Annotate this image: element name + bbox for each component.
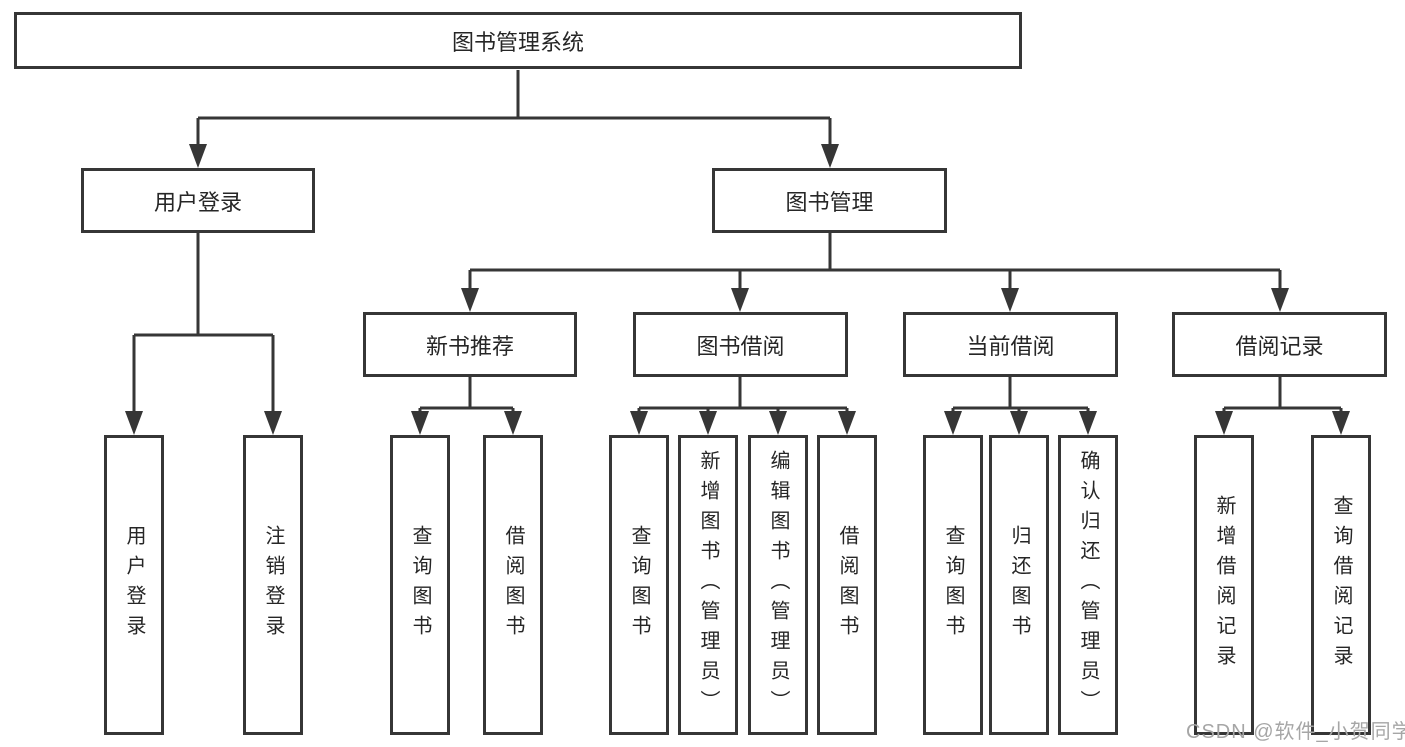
node-book-borrowing-label: 图书借阅 — [696, 333, 785, 359]
arrowhead — [1215, 411, 1233, 435]
arrowhead — [1079, 411, 1097, 435]
connector-bookmgmt-to-level3 — [468, 233, 1282, 294]
leaf-borrow-books-borrowing-label: 借阅图书 — [836, 525, 858, 645]
node-new-book-recommendation: 新书推荐 — [363, 312, 577, 377]
leaf-edit-book-admin: 编辑图书（管理员） — [748, 435, 808, 735]
node-library-system: 图书管理系统 — [14, 12, 1022, 69]
arrowhead — [699, 411, 717, 435]
leaf-borrow-books-newbooks: 借阅图书 — [483, 435, 543, 735]
leaf-confirm-return-admin: 确认归还（管理员） — [1058, 435, 1118, 735]
leaf-query-books-borrowing-label: 查询图书 — [628, 525, 650, 645]
connector-root-to-level2 — [196, 70, 832, 150]
arrowhead — [838, 411, 856, 435]
node-borrowing-records-label: 借阅记录 — [1235, 333, 1324, 359]
leaf-add-book-admin: 新增图书（管理员） — [678, 435, 738, 735]
leaf-add-borrow-record-label: 新增借阅记录 — [1213, 495, 1235, 675]
arrowhead — [1010, 411, 1028, 435]
leaf-user-login: 用户登录 — [104, 435, 164, 735]
arrowhead — [944, 411, 962, 435]
leaf-borrow-books-newbooks-label: 借阅图书 — [502, 525, 524, 645]
arrowhead — [630, 411, 648, 435]
arrowhead — [125, 411, 143, 435]
arrowhead — [1001, 288, 1019, 312]
leaf-return-books-label: 归还图书 — [1008, 525, 1030, 645]
leaf-add-borrow-record: 新增借阅记录 — [1194, 435, 1254, 735]
leaf-query-books-current-label: 查询图书 — [942, 525, 964, 645]
leaf-query-books-newbooks-label: 查询图书 — [409, 525, 431, 645]
leaf-query-books-borrowing: 查询图书 — [609, 435, 669, 735]
arrowhead — [1332, 411, 1350, 435]
arrowhead — [411, 411, 429, 435]
node-current-borrowing-label: 当前借阅 — [966, 333, 1055, 359]
arrowheads — [125, 144, 1350, 435]
leaf-edit-book-admin-label: 编辑图书（管理员） — [767, 450, 789, 720]
leaf-borrow-books-borrowing: 借阅图书 — [817, 435, 877, 735]
arrowhead — [461, 288, 479, 312]
leaf-logout: 注销登录 — [243, 435, 303, 735]
leaf-query-borrow-record-label: 查询借阅记录 — [1330, 495, 1352, 675]
node-new-book-recommendation-label: 新书推荐 — [425, 333, 514, 359]
arrowhead — [264, 411, 282, 435]
csdn-watermark: CSDN @软件_小贺同学 — [1186, 721, 1405, 743]
leaf-user-login-label: 用户登录 — [123, 525, 145, 645]
node-book-borrowing: 图书借阅 — [633, 312, 848, 377]
connector-newbooks-to-leaves — [418, 377, 515, 417]
node-current-borrowing: 当前借阅 — [903, 312, 1118, 377]
arrowhead — [504, 411, 522, 435]
leaf-add-book-admin-label: 新增图书（管理员） — [697, 450, 719, 720]
node-book-management-label: 图书管理 — [785, 189, 874, 215]
node-library-system-label: 图书管理系统 — [451, 29, 584, 55]
node-book-management: 图书管理 — [712, 168, 947, 233]
arrowhead — [731, 288, 749, 312]
connector-borrowing-to-leaves — [637, 377, 849, 417]
leaf-query-books-newbooks: 查询图书 — [390, 435, 450, 735]
node-user-login: 用户登录 — [81, 168, 315, 233]
leaf-query-books-current: 查询图书 — [923, 435, 983, 735]
leaf-return-books: 归还图书 — [989, 435, 1049, 735]
connector-userlogin-to-leaves — [132, 233, 275, 417]
arrowhead — [1271, 288, 1289, 312]
arrowhead — [821, 144, 839, 168]
node-borrowing-records: 借阅记录 — [1172, 312, 1387, 377]
arrowhead — [769, 411, 787, 435]
leaf-logout-label: 注销登录 — [262, 525, 284, 645]
leaf-confirm-return-admin-label: 确认归还（管理员） — [1077, 450, 1099, 720]
arrowhead — [189, 144, 207, 168]
leaf-query-borrow-record: 查询借阅记录 — [1311, 435, 1371, 735]
node-user-login-label: 用户登录 — [153, 189, 242, 215]
connector-records-to-leaves — [1222, 377, 1343, 417]
